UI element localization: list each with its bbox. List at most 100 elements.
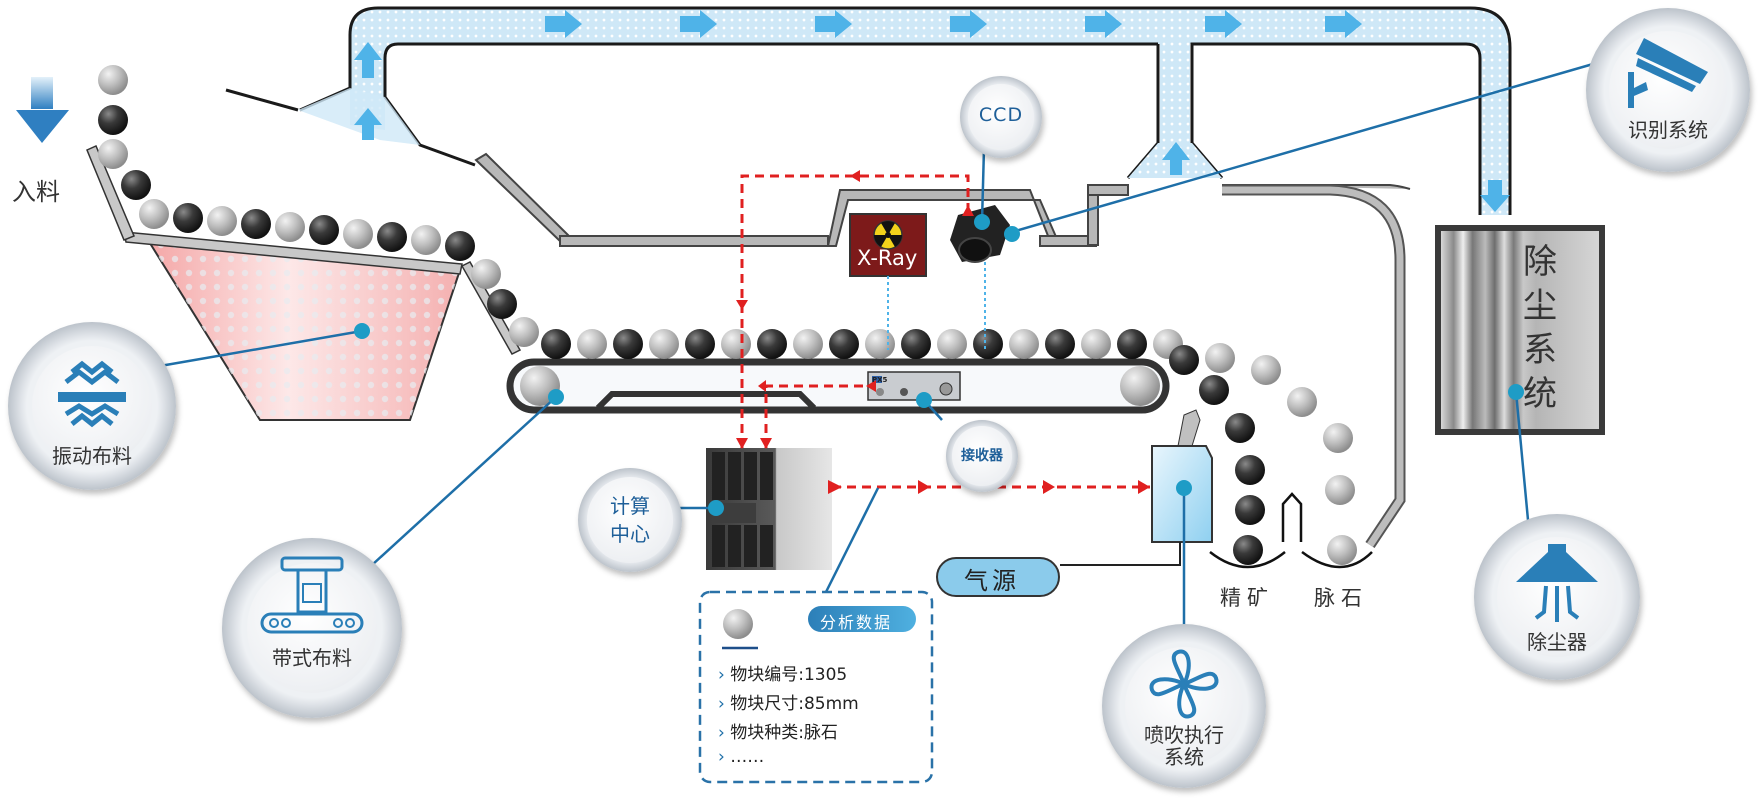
concentrate-ore [121, 170, 151, 200]
gangue-ore [207, 206, 237, 236]
gangue-ore [1081, 329, 1111, 359]
vibrating-feeder-hopper [86, 145, 522, 421]
gangue-ore [1205, 343, 1235, 373]
badge-label: 带式布料 [272, 646, 352, 670]
air-arrow-icon [1085, 10, 1122, 38]
air-duct [225, 6, 1512, 215]
concentrate-label: 精矿 [1220, 586, 1274, 610]
analysis-list: › 物块编号:1305 › 物块尺寸:85mm › 物块种类:脉石 › …… [718, 660, 859, 776]
badge-label: CCD [978, 104, 1024, 126]
gangue-ore [721, 329, 751, 359]
analysis-item: › 物块编号:1305 [718, 665, 848, 685]
air-arrow-icon [1325, 10, 1362, 38]
dust-removal-system [1435, 225, 1605, 435]
gangue-ore [1251, 355, 1281, 385]
concentrate-ore [377, 222, 407, 252]
badge-label: 接收器 [961, 448, 1003, 464]
concentrate-ore [309, 215, 339, 245]
air-arrow-icon [1205, 10, 1242, 38]
badge-label: 系统 [1164, 745, 1204, 769]
callout-lines [159, 60, 1601, 640]
analysis-item: › …… [718, 747, 765, 767]
analysis-panel [698, 590, 934, 784]
concentrate-ore [829, 329, 859, 359]
air-arrow-icon [1480, 180, 1510, 212]
gangue-ore [1325, 475, 1355, 505]
dust-system-label: 除 尘 系 统 [1523, 242, 1557, 414]
compute-server [706, 448, 832, 570]
concentrate-ore [1225, 413, 1255, 443]
ccd-camera-icon [950, 205, 1010, 263]
security-camera-icon [1628, 38, 1708, 108]
gangue-ore [865, 329, 895, 359]
air-valve [1151, 409, 1213, 543]
gangue-ore [98, 139, 128, 169]
gangue-ore [1323, 423, 1353, 453]
gangue-ore [98, 65, 128, 95]
fan-icon [1149, 649, 1219, 719]
air-arrow-icon [1162, 142, 1190, 175]
badge-label: 除尘器 [1527, 630, 1587, 654]
concentrate-ore [1169, 345, 1199, 375]
output-bins [1209, 492, 1373, 569]
badge-blowing-system[interactable]: 喷吹执行 系统 [1102, 624, 1266, 788]
gangue-ore [411, 225, 441, 255]
xray-source [849, 213, 927, 277]
badge-belt-feed[interactable]: 带式布料 [222, 538, 402, 718]
badge-recognition-system[interactable]: 识别系统 [1586, 8, 1750, 172]
badge-label: 振动布料 [52, 444, 132, 468]
gangue-ore [343, 219, 373, 249]
separation-hood [1222, 184, 1406, 549]
signal-arrows [736, 170, 1150, 494]
input-label: 入料 [12, 178, 60, 206]
concentrate-ore [901, 329, 931, 359]
callout-dots [354, 214, 1524, 516]
concentrate-ore [1233, 535, 1263, 565]
analysis-item: › 物块种类:脉石 [718, 723, 838, 743]
vibration-icon [58, 360, 126, 428]
belt-conveyor-icon [260, 556, 364, 634]
badge-label: 喷吹执行 [1144, 723, 1224, 747]
chevron-right-icon: › [718, 694, 731, 714]
gangue-ore [471, 259, 501, 289]
air-arrow-icon [950, 10, 987, 38]
badge-label: 识别系统 [1628, 118, 1708, 142]
badge-label: 中心 [610, 522, 650, 546]
concentrate-ore [173, 203, 203, 233]
chevron-right-icon: › [718, 747, 731, 767]
gangue-ore [139, 199, 169, 229]
gangue-ore [577, 329, 607, 359]
gangue-ore [649, 329, 679, 359]
concentrate-ore [487, 289, 517, 319]
gangue-ore [1009, 329, 1039, 359]
ore-stream [98, 65, 1357, 565]
chevron-right-icon: › [718, 665, 731, 685]
badge-vibration-feed[interactable]: 振动布料 [8, 322, 176, 490]
badge-label: 计算 [610, 494, 650, 518]
air-source-label: 气源 [964, 567, 1020, 595]
xray-label: X-Ray [857, 246, 918, 270]
badge-compute-center[interactable]: 计算 中心 [578, 468, 682, 572]
gangue-ore [509, 317, 539, 347]
gangue-ore [1327, 535, 1357, 565]
concentrate-ore [241, 209, 271, 239]
air-arrow-icon [545, 10, 582, 38]
concentrate-ore [1199, 375, 1229, 405]
concentrate-ore [757, 329, 787, 359]
dust-hood-icon [1516, 544, 1598, 622]
concentrate-ore [685, 329, 715, 359]
gangue-ore [937, 329, 967, 359]
concentrate-ore [613, 329, 643, 359]
air-source-pill [936, 557, 1060, 597]
concentrate-ore [1117, 329, 1147, 359]
badge-ccd[interactable]: CCD [960, 76, 1042, 158]
concentrate-ore [1045, 329, 1075, 359]
analysis-tag: 分析数据 [820, 613, 893, 632]
badge-receiver[interactable]: 接收器 [946, 420, 1018, 492]
analysis-item: › 物块尺寸:85mm [718, 694, 859, 714]
badge-dust-collector[interactable]: 除尘器 [1474, 514, 1640, 680]
concentrate-ore [98, 105, 128, 135]
conveyor-belt [506, 358, 1170, 414]
air-arrow-icon [680, 10, 717, 38]
